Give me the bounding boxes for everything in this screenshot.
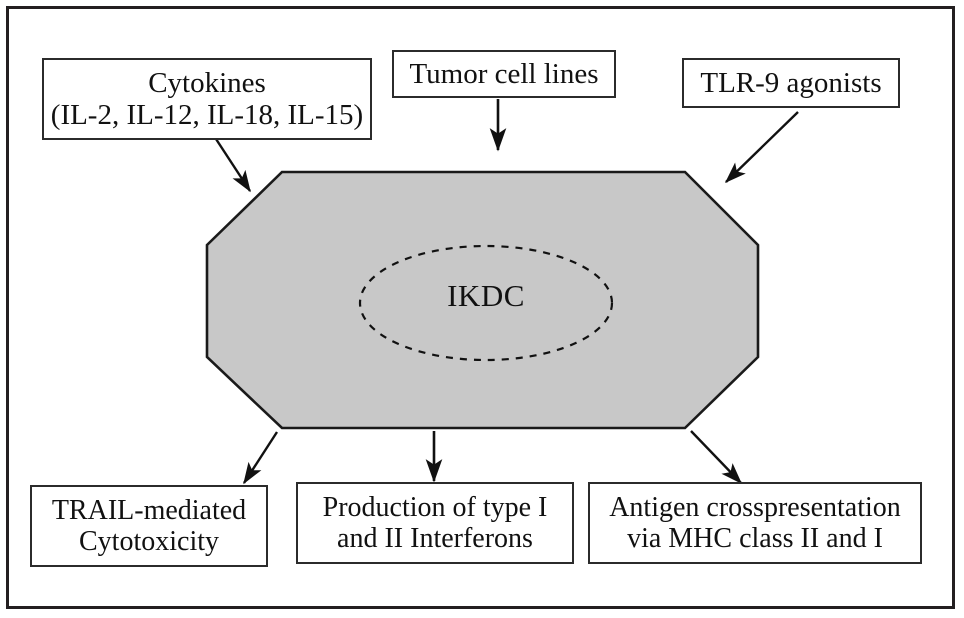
output-box-antigen-crosspresentation-label: Antigen crosspresentation via MHC class … xyxy=(609,491,901,554)
input-box-cytokines[interactable]: Cytokines (IL-2, IL-12, IL-18, IL-15) xyxy=(42,58,372,140)
output-box-interferon-production-label: Production of type I and II Interferons xyxy=(322,491,548,554)
input-box-cytokines-label: Cytokines (IL-2, IL-12, IL-18, IL-15) xyxy=(50,66,364,131)
output-box-antigen-crosspresentation[interactable]: Antigen crosspresentation via MHC class … xyxy=(588,482,922,564)
input-box-tumor-cell-lines[interactable]: Tumor cell lines xyxy=(392,50,616,98)
input-box-tlr9-agonists[interactable]: TLR-9 agonists xyxy=(682,58,900,108)
output-box-trail-cytotoxicity-label: TRAIL-mediated Cytotoxicity xyxy=(51,494,247,557)
output-box-interferon-production[interactable]: Production of type I and II Interferons xyxy=(296,482,574,564)
ikdc-label: IKDC xyxy=(447,278,525,313)
output-box-trail-cytotoxicity[interactable]: TRAIL-mediated Cytotoxicity xyxy=(30,485,268,567)
input-box-tlr9-agonists-label: TLR-9 agonists xyxy=(700,66,882,99)
input-box-tumor-cell-lines-label: Tumor cell lines xyxy=(409,57,599,90)
